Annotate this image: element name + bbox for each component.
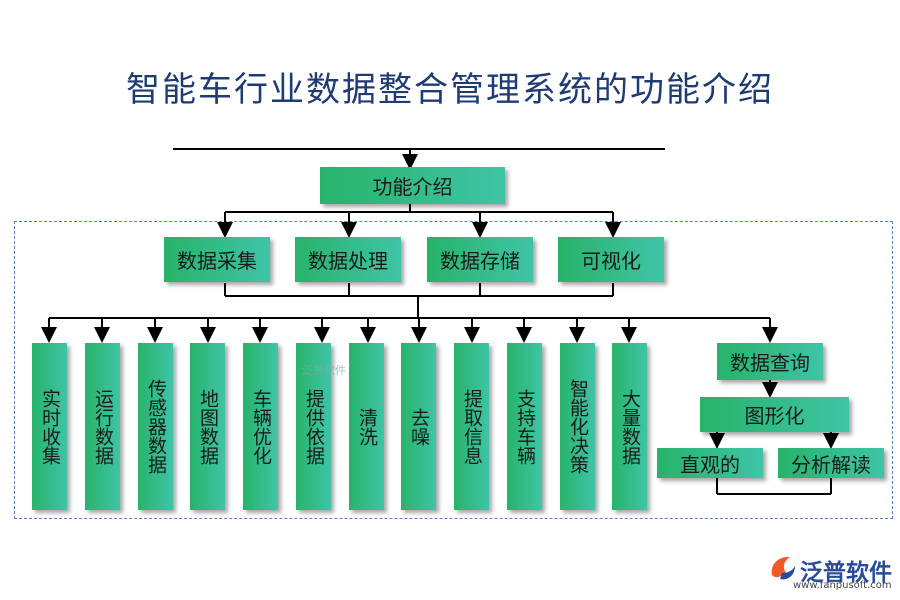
leaf-node: 去噪 (401, 343, 436, 510)
fanpu-logo-icon (771, 556, 795, 580)
leaf-node: 实时收集 (32, 343, 67, 510)
node-data-storage: 数据存储 (427, 237, 533, 282)
root-node: 功能介绍 (320, 167, 505, 204)
node-intuitive: 直观的 (657, 448, 763, 478)
leaf-node: 车辆优化 (243, 343, 278, 510)
leaf-node: 提取信息 (454, 343, 489, 510)
leaf-node: 大量数据 (612, 343, 647, 510)
node-data-processing: 数据处理 (295, 237, 401, 282)
watermark: 泛普软件 (302, 364, 346, 377)
leaf-node: 智能化决策 (560, 343, 595, 510)
leaf-node: 清洗 (349, 343, 384, 510)
leaf-node: 支持车辆 (507, 343, 542, 510)
node-graphical: 图形化 (700, 397, 849, 432)
node-data-collection: 数据采集 (164, 237, 270, 282)
node-visualization: 可视化 (558, 237, 664, 282)
node-analysis: 分析解读 (778, 448, 884, 478)
logo-name: 泛普软件 (800, 560, 892, 586)
leaf-node: 运行数据 (85, 343, 120, 510)
node-data-query: 数据查询 (717, 343, 823, 380)
dashed-frame (14, 221, 893, 519)
leaf-node: 传感器数据 (138, 343, 173, 510)
page-title: 智能车行业数据整合管理系统的功能介绍 (126, 70, 774, 110)
leaf-node: 提供依据 (296, 343, 331, 510)
leaf-node: 地图数据 (190, 343, 225, 510)
logo-url: www.fanpusoft.com (793, 580, 892, 591)
